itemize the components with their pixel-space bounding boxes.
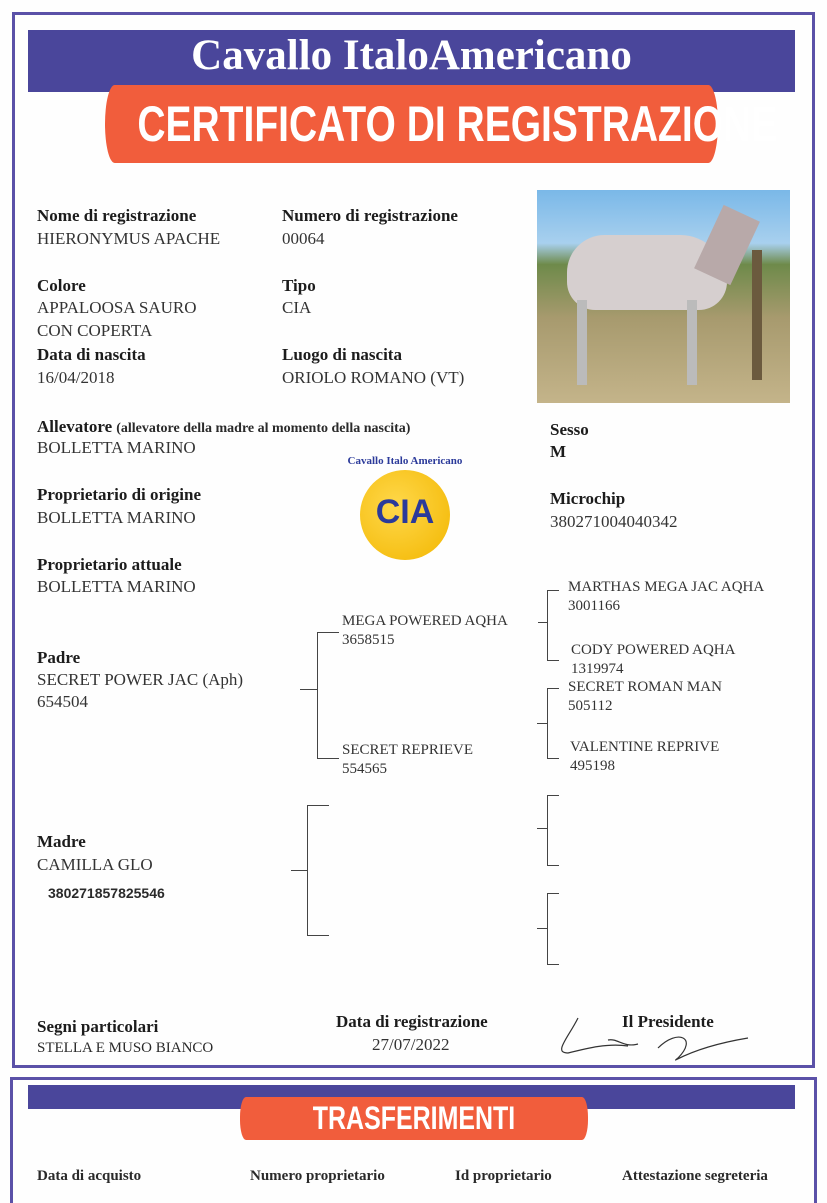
type-value: CIA: [282, 298, 312, 317]
sire-dam-id: 554565: [342, 761, 387, 777]
sire-sire-id: 3658515: [342, 632, 395, 648]
breeder: BOLLETTA MARINO: [37, 438, 196, 457]
title-banner: [28, 30, 795, 92]
type-label: Tipo: [282, 276, 316, 295]
transfers-col-owner-number: Numero proprietario: [250, 1168, 385, 1184]
regdate-value: 27/07/2022: [372, 1035, 450, 1054]
dam-id: 380271857825546: [48, 885, 165, 901]
sex-label: Sesso: [550, 420, 589, 439]
sire-dam: SECRET REPRIEVE: [342, 742, 473, 758]
ggs2-id: 505112: [568, 698, 613, 714]
original-owner-label: Proprietario di origine: [37, 485, 201, 504]
logo-arc-text: Cavallo Italo Americano: [347, 455, 463, 467]
dam-label: Madre: [37, 832, 86, 851]
original-owner: BOLLETTA MARINO: [37, 508, 196, 527]
color-label: Colore: [37, 276, 86, 295]
color-value-2: CON COPERTA: [37, 321, 153, 340]
ggd2-id: 495198: [570, 758, 615, 774]
dam-name: CAMILLA GLO: [37, 855, 153, 874]
microchip: 380271004040342: [550, 512, 678, 531]
breeder-note: (allevatore della madre al momento della…: [116, 421, 411, 436]
ggs1: MARTHAS MEGA JAC AQHA: [568, 579, 765, 595]
sire-sire: MEGA POWERED AQHA: [342, 613, 508, 629]
transfers-border: [10, 1077, 817, 1203]
sire-id: 654504: [37, 692, 88, 711]
ggd1: CODY POWERED AQHA: [571, 642, 736, 658]
transfers-title-banner: [240, 1097, 588, 1140]
horse-name: HIERONYMUS APACHE: [37, 229, 221, 248]
current-owner: BOLLETTA MARINO: [37, 577, 196, 596]
birthplace-label: Luogo di nascita: [282, 345, 402, 364]
ggd2: VALENTINE REPRIVE: [570, 739, 720, 755]
birthplace: ORIOLO ROMANO (VT): [282, 368, 465, 387]
regdate-label: Data di registrazione: [336, 1012, 488, 1031]
certificate-subtitle: CERTIFICATO DI REGISTRAZIONE: [137, 96, 778, 152]
president-label: Il Presidente: [622, 1012, 714, 1031]
marks-value: STELLA E MUSO BIANCO: [37, 1040, 214, 1056]
birth-label: Data di nascita: [37, 345, 146, 364]
president-signature: [561, 1017, 749, 1061]
microchip-label: Microchip: [550, 489, 626, 508]
number-label: Numero di registrazione: [282, 206, 458, 225]
registry-title: Cavallo ItaloAmericano: [191, 32, 632, 79]
transfers-col-owner-id: Id proprietario: [455, 1168, 552, 1184]
cia-logo: CIA Cavallo Italo Americano: [340, 455, 470, 570]
breeder-label: Allevatore: [37, 417, 113, 436]
name-label: Nome di registrazione: [37, 206, 197, 225]
sire-label: Padre: [37, 648, 81, 667]
transfers-title: TRASFERIMENTI: [312, 1100, 516, 1136]
ggs1-id: 3001166: [568, 598, 620, 614]
subtitle-banner: [105, 85, 718, 163]
transfers-col-attestation: Attestazione segreteria: [622, 1168, 768, 1184]
logo-center-text: CIA: [375, 493, 435, 531]
certificate-border: [12, 12, 815, 1068]
horse-photo: [537, 190, 790, 403]
marks-label: Segni particolari: [37, 1017, 159, 1036]
registration-number: 00064: [282, 229, 325, 248]
transfers-col-date: Data di acquisto: [37, 1168, 142, 1184]
sex-value: M: [550, 442, 567, 461]
ggs2: SECRET ROMAN MAN: [568, 679, 722, 695]
sire-name: SECRET POWER JAC (Aph): [37, 670, 244, 689]
ggd1-id: 1319974: [571, 661, 624, 677]
color-value-1: APPALOOSA SAURO: [37, 298, 197, 317]
breeder-label-row: Allevatore (allevatore della madre al mo…: [37, 417, 410, 437]
current-owner-label: Proprietario attuale: [37, 555, 182, 574]
birth-date: 16/04/2018: [37, 368, 115, 387]
